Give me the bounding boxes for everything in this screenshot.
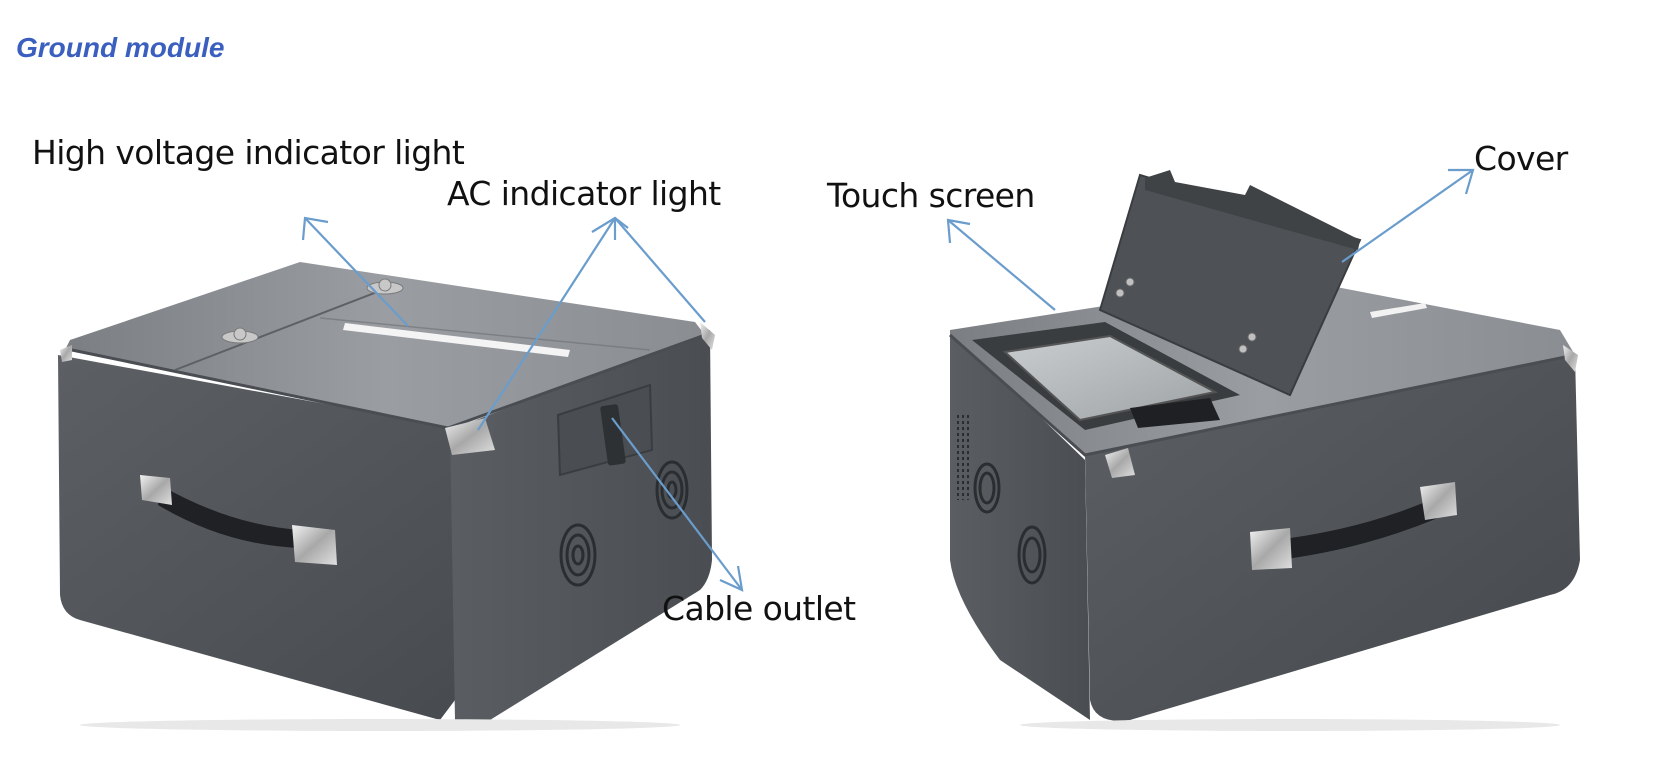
label-cable-outlet: Cable outlet [662, 589, 856, 628]
section-title: Ground module [16, 32, 225, 63]
left-device [58, 262, 715, 731]
label-high-voltage-indicator: High voltage indicator light [32, 133, 465, 172]
label-ac-indicator: AC indicator light [447, 174, 721, 213]
callout-arrows [301, 168, 1475, 592]
right-device [949, 170, 1580, 731]
label-cover: Cover [1474, 139, 1568, 178]
label-touch-screen: Touch screen [827, 176, 1035, 215]
